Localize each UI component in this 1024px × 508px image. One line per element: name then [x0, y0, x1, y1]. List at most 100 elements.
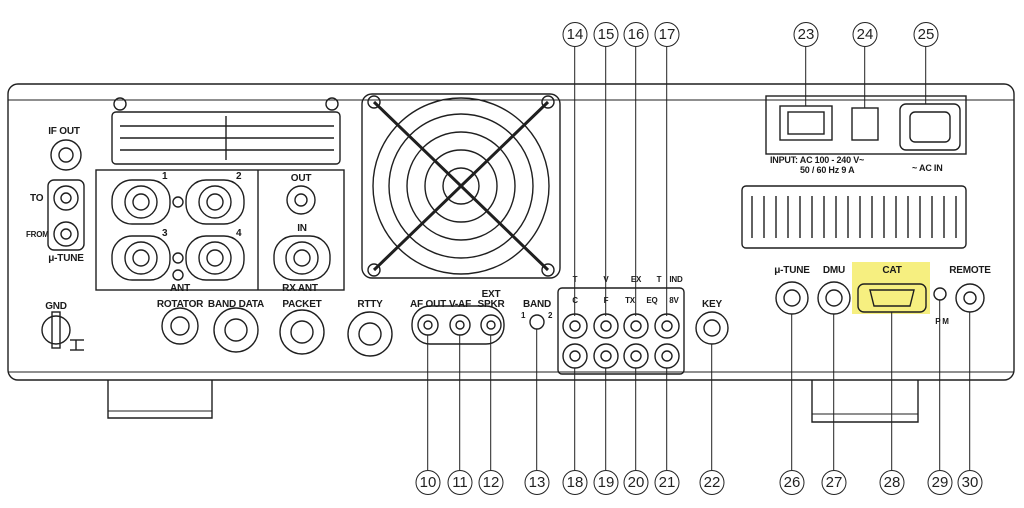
ant-label: ANT: [170, 283, 190, 294]
leader-25: [925, 47, 927, 104]
power-switch: [851, 107, 879, 141]
rca-top-label-5: IND: [669, 275, 683, 284]
leader-28: [891, 312, 893, 470]
band-switch-label: BAND: [522, 299, 552, 310]
rca-16: [623, 343, 649, 369]
callout-20: 20: [623, 470, 649, 495]
mu-tune-connector: [775, 281, 809, 315]
band-data-connector: [213, 307, 259, 353]
callout-19: 19: [593, 470, 619, 495]
input-rating-line-1: INPUT: AC 100 - 240 V~: [770, 155, 865, 165]
packet-connector: [279, 309, 325, 355]
rca-mid-label-3: TX: [625, 296, 635, 305]
cat-label: CAT: [882, 265, 902, 276]
callout-12: 12: [478, 470, 504, 495]
callout-10: 10: [415, 470, 441, 495]
rx-ant-out-label: OUT: [290, 173, 312, 184]
gnd-label: GND: [45, 301, 67, 312]
leader-20: [635, 368, 637, 470]
rtty-connector: [347, 311, 393, 357]
callout-27: 27: [821, 470, 847, 495]
mu-tune-left-label: μ-TUNE: [48, 253, 84, 264]
leader-19: [605, 368, 607, 470]
dmu-connector: [817, 281, 851, 315]
callout-13: 13: [524, 470, 550, 495]
ant-1-label: 1: [162, 171, 168, 182]
left-foot: [107, 380, 213, 419]
ant-2-label: 2: [236, 171, 242, 182]
breaker-switch: [779, 105, 833, 141]
rx-ant-in-label: IN: [297, 223, 307, 234]
right-foot: [811, 380, 919, 423]
chassis-outline: [7, 83, 1015, 381]
leader-16: [635, 47, 637, 316]
ant-block: [95, 169, 345, 291]
rca-20: [623, 313, 649, 339]
rca-17: [654, 343, 680, 369]
if-out-jack: [50, 139, 82, 171]
rotator-label: ROTATOR: [156, 299, 204, 310]
ant-1-connector: [124, 185, 158, 219]
rca-14: [562, 343, 588, 369]
leader-26: [791, 314, 793, 470]
leader-22: [711, 344, 713, 470]
af-out-label: AF OUT: [409, 299, 447, 310]
band-switch: [529, 314, 545, 330]
callout-29: 29: [927, 470, 953, 495]
remote-connector: [955, 283, 985, 313]
ant-4-label: 4: [236, 228, 242, 239]
ant-3-connector: [124, 241, 158, 275]
rx-ant-label: RX ANT: [282, 283, 318, 294]
callout-18: 18: [562, 470, 588, 495]
rca-mid-label-4: EQ: [646, 296, 658, 305]
side-vent: [741, 185, 967, 249]
v-af-label: V-AF: [449, 299, 471, 310]
pm-label: P M: [935, 317, 949, 326]
callout-28: 28: [879, 470, 905, 495]
ext-spkr-label-top: EXT: [481, 289, 501, 300]
rca-mid-label-5: 8V: [669, 296, 679, 305]
pm-connector: [933, 287, 947, 301]
rx-ant-in-connector: [285, 241, 319, 275]
rca-15: [593, 343, 619, 369]
band-position-2: 2: [548, 311, 553, 320]
if-out-label: IF OUT: [48, 126, 80, 137]
callout-17: 17: [654, 22, 680, 47]
ant-2-connector: [198, 185, 232, 219]
cat-connector: [857, 283, 927, 313]
to-jack: [53, 185, 79, 211]
leader-14: [574, 47, 576, 316]
ac-inlet: [899, 103, 961, 151]
callout-25: 25: [913, 22, 939, 47]
key-jack: [695, 311, 729, 345]
ext-spkr-label-bottom: SPKR: [477, 299, 505, 310]
ant-3-label: 3: [162, 228, 168, 239]
leader-30: [969, 312, 971, 470]
leader-29: [939, 300, 941, 470]
ant-4-connector: [198, 241, 232, 275]
leader-12: [490, 335, 492, 470]
rca-top-label-4: T: [656, 275, 662, 284]
leader-21: [666, 368, 668, 470]
callout-21: 21: [654, 470, 680, 495]
callout-24: 24: [852, 22, 878, 47]
input-rating-line-2: 50 / 60 Hz 9 A: [800, 165, 855, 175]
from-label: FROM: [26, 230, 49, 239]
rx-ant-out-jack: [286, 185, 316, 215]
band-position-1: 1: [521, 311, 526, 320]
leader-10: [427, 335, 429, 470]
leader-24: [864, 47, 866, 108]
dmu-label: DMU: [822, 265, 846, 276]
callout-11: 11: [447, 470, 473, 495]
leader-27: [833, 314, 835, 470]
af-out-jack: [417, 314, 439, 336]
callout-15: 15: [593, 22, 619, 47]
remote-label: REMOTE: [949, 265, 991, 276]
v-af-jack: [449, 314, 471, 336]
callout-26: 26: [779, 470, 805, 495]
rtty-label: RTTY: [357, 299, 383, 310]
callout-23: 23: [793, 22, 819, 47]
leader-13: [536, 329, 538, 470]
